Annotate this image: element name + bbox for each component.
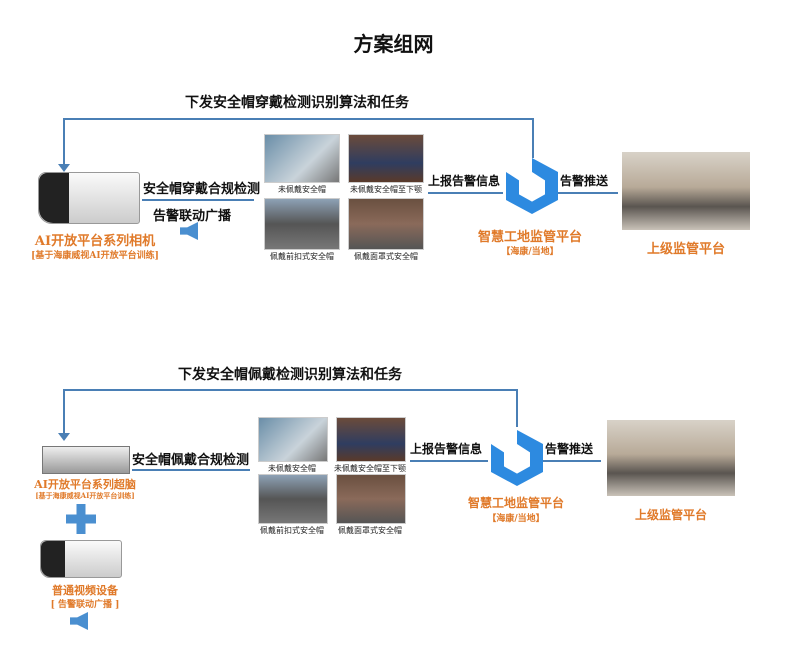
arrow-down-icon bbox=[58, 164, 70, 178]
upper-platform-label: 上级监管平台 bbox=[634, 508, 707, 522]
broadcast-label: 告警联动广播 bbox=[153, 209, 232, 224]
speaker-icon bbox=[180, 222, 198, 240]
loop-line-down bbox=[63, 389, 65, 437]
report-line bbox=[410, 460, 488, 462]
camera-icon bbox=[38, 172, 140, 224]
report-label: 上报告警信息 bbox=[410, 442, 483, 456]
report-line bbox=[428, 192, 503, 194]
loop-label: 下发安全帽佩戴检测识别算法和任务 bbox=[178, 367, 402, 383]
loop-line bbox=[63, 118, 534, 120]
arrow-label: 安全帽佩戴合规检测 bbox=[132, 453, 250, 468]
sample-image bbox=[348, 198, 424, 250]
upper-platform-label: 上级监管平台 bbox=[646, 242, 725, 257]
sample-caption: 未佩戴安全帽 bbox=[278, 185, 326, 194]
arrow-line bbox=[142, 199, 254, 201]
device-sub: [基于海康威视AI开放平台训练] bbox=[31, 251, 159, 261]
push-label: 告警推送 bbox=[560, 174, 609, 188]
loop-line-up bbox=[516, 389, 518, 427]
camera-icon bbox=[40, 540, 122, 578]
push-line bbox=[543, 460, 601, 462]
device-label: AI开放平台系列相机 bbox=[34, 234, 156, 249]
push-line bbox=[558, 192, 618, 194]
sample-caption: 未佩戴安全帽至下颚 bbox=[350, 185, 422, 194]
sample-image bbox=[336, 474, 406, 524]
control-room-image bbox=[607, 420, 735, 496]
report-label: 上报告警信息 bbox=[428, 174, 501, 188]
sample-caption: 未佩戴安全帽至下颚 bbox=[334, 464, 406, 473]
sample-image bbox=[264, 198, 340, 250]
platform-sub: 【海康/当地】 bbox=[501, 247, 559, 257]
sample-caption: 未佩戴安全帽 bbox=[268, 464, 316, 473]
device-sub: [基于海康威视AI开放平台训练] bbox=[35, 491, 135, 500]
nvr-device-icon bbox=[42, 446, 130, 474]
page-title: 方案组网 bbox=[353, 32, 434, 56]
platform-label: 智慧工地监管平台 bbox=[477, 230, 582, 245]
sample-image bbox=[336, 417, 406, 462]
sample-image bbox=[258, 474, 328, 524]
sample-caption: 佩戴面罩式安全帽 bbox=[354, 252, 418, 261]
loop-line-up bbox=[532, 118, 534, 158]
push-label: 告警推送 bbox=[545, 442, 594, 456]
device-label: AI开放平台系列超脑 bbox=[34, 478, 136, 491]
arrow-label: 安全帽穿戴合规检测 bbox=[143, 182, 261, 197]
arrow-down-icon bbox=[58, 433, 70, 447]
platform-sub: 【海康/当地】 bbox=[487, 514, 545, 524]
loop-line-down bbox=[63, 118, 65, 168]
control-room-image bbox=[622, 152, 750, 230]
platform-label: 智慧工地监管平台 bbox=[467, 496, 564, 510]
speaker-icon bbox=[70, 612, 88, 630]
loop-label: 下发安全帽穿戴检测识别算法和任务 bbox=[185, 95, 409, 111]
sample-image bbox=[264, 134, 340, 183]
device2-label: 普通视频设备 bbox=[52, 584, 118, 597]
loop-line bbox=[63, 389, 518, 391]
device2-sub: [ 告警联动广播 ] bbox=[50, 600, 120, 610]
arrow-line bbox=[132, 469, 250, 471]
sample-image bbox=[348, 134, 424, 183]
sample-caption: 佩戴面罩式安全帽 bbox=[338, 526, 402, 535]
plus-icon bbox=[66, 504, 96, 534]
platform-logo-icon bbox=[506, 158, 558, 214]
sample-image bbox=[258, 417, 328, 462]
sample-caption: 佩戴前扣式安全帽 bbox=[260, 526, 324, 535]
sample-caption: 佩戴前扣式安全帽 bbox=[270, 252, 334, 261]
platform-logo-icon bbox=[491, 430, 543, 486]
